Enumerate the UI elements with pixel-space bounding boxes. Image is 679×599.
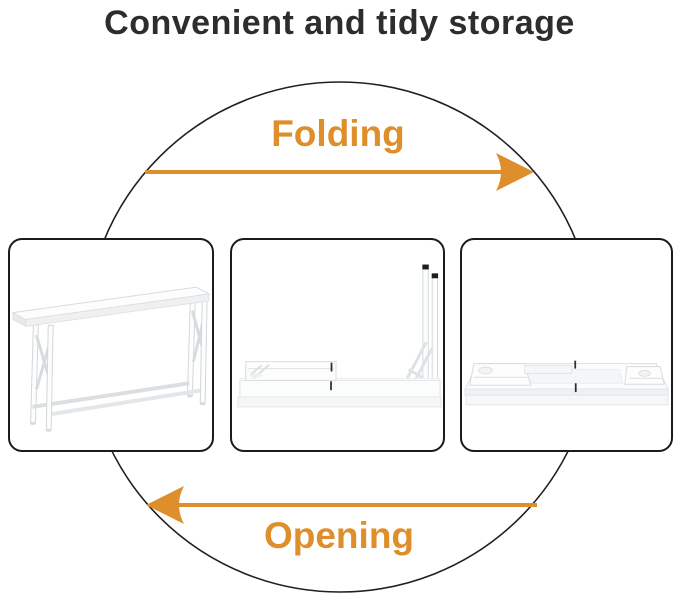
folded-flat-table-illustration	[464, 360, 669, 406]
folding-label: Folding	[271, 113, 405, 154]
panel-table-half-folded	[230, 238, 445, 452]
panel-table-assembled	[8, 238, 214, 452]
half-folded-table-illustration	[237, 264, 442, 408]
assembled-table-illustration	[11, 286, 211, 432]
opening-label: Opening	[263, 515, 415, 556]
panel-table-folded-flat	[460, 238, 673, 452]
page-title: Convenient and tidy storage	[104, 4, 575, 42]
